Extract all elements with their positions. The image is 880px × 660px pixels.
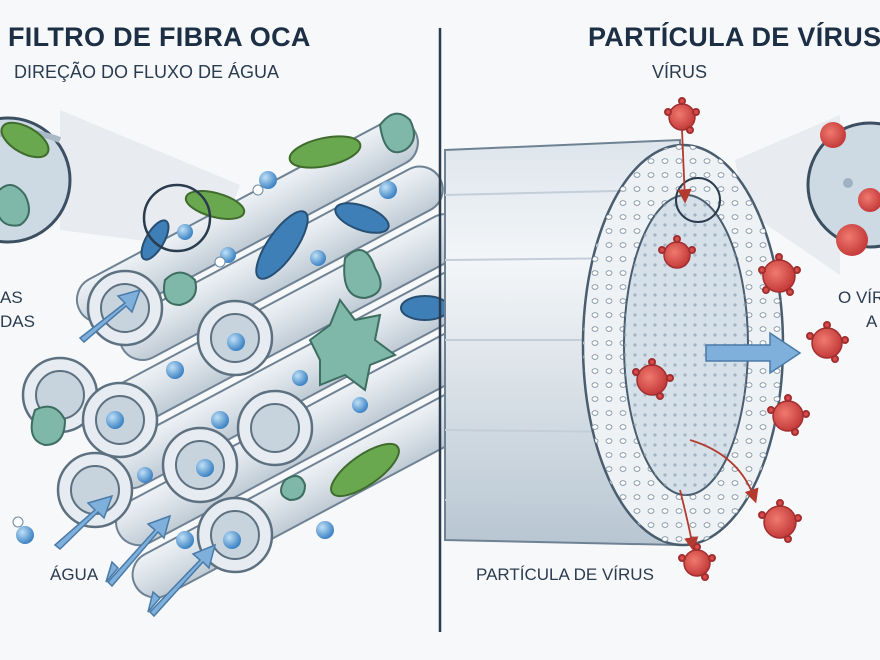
particle-label: PARTÍCULA DE VÍRUS [476, 565, 654, 584]
virus [811, 327, 843, 359]
magnifier-callout-left [0, 110, 240, 250]
callout-fragment-right-1: O VÍR [838, 288, 880, 307]
virus-particles [632, 97, 849, 581]
flow-direction-label: DIREÇÃO DO FLUXO DE ÁGUA [14, 62, 280, 82]
virus [683, 549, 711, 577]
magnifier-callout-right [735, 115, 880, 275]
virus [772, 400, 804, 432]
right-panel-title: PARTÍCULA DE VÍRUS [588, 22, 880, 52]
membrane-tube [444, 138, 785, 547]
virus [663, 241, 691, 269]
bacteria [30, 112, 450, 502]
virus-label: VÍRUS [652, 62, 708, 82]
virus [763, 505, 797, 539]
virus-paths [677, 129, 759, 552]
virus [668, 103, 696, 131]
callout-fragment-left-1: AS [0, 288, 23, 307]
callout-fragment-right-2: A [866, 312, 878, 331]
magnifier-ring [142, 183, 212, 253]
right-panel-illustration [444, 97, 880, 581]
left-panel-title: FILTRO DE FIBRA OCA [8, 22, 311, 52]
flow-arrows [53, 288, 217, 618]
water-label: ÁGUA [50, 565, 99, 584]
virus [636, 364, 668, 396]
flow-arrow-right [705, 331, 802, 375]
water-molecules [12, 171, 397, 549]
callout-fragment-left-2: DAS [0, 312, 35, 331]
